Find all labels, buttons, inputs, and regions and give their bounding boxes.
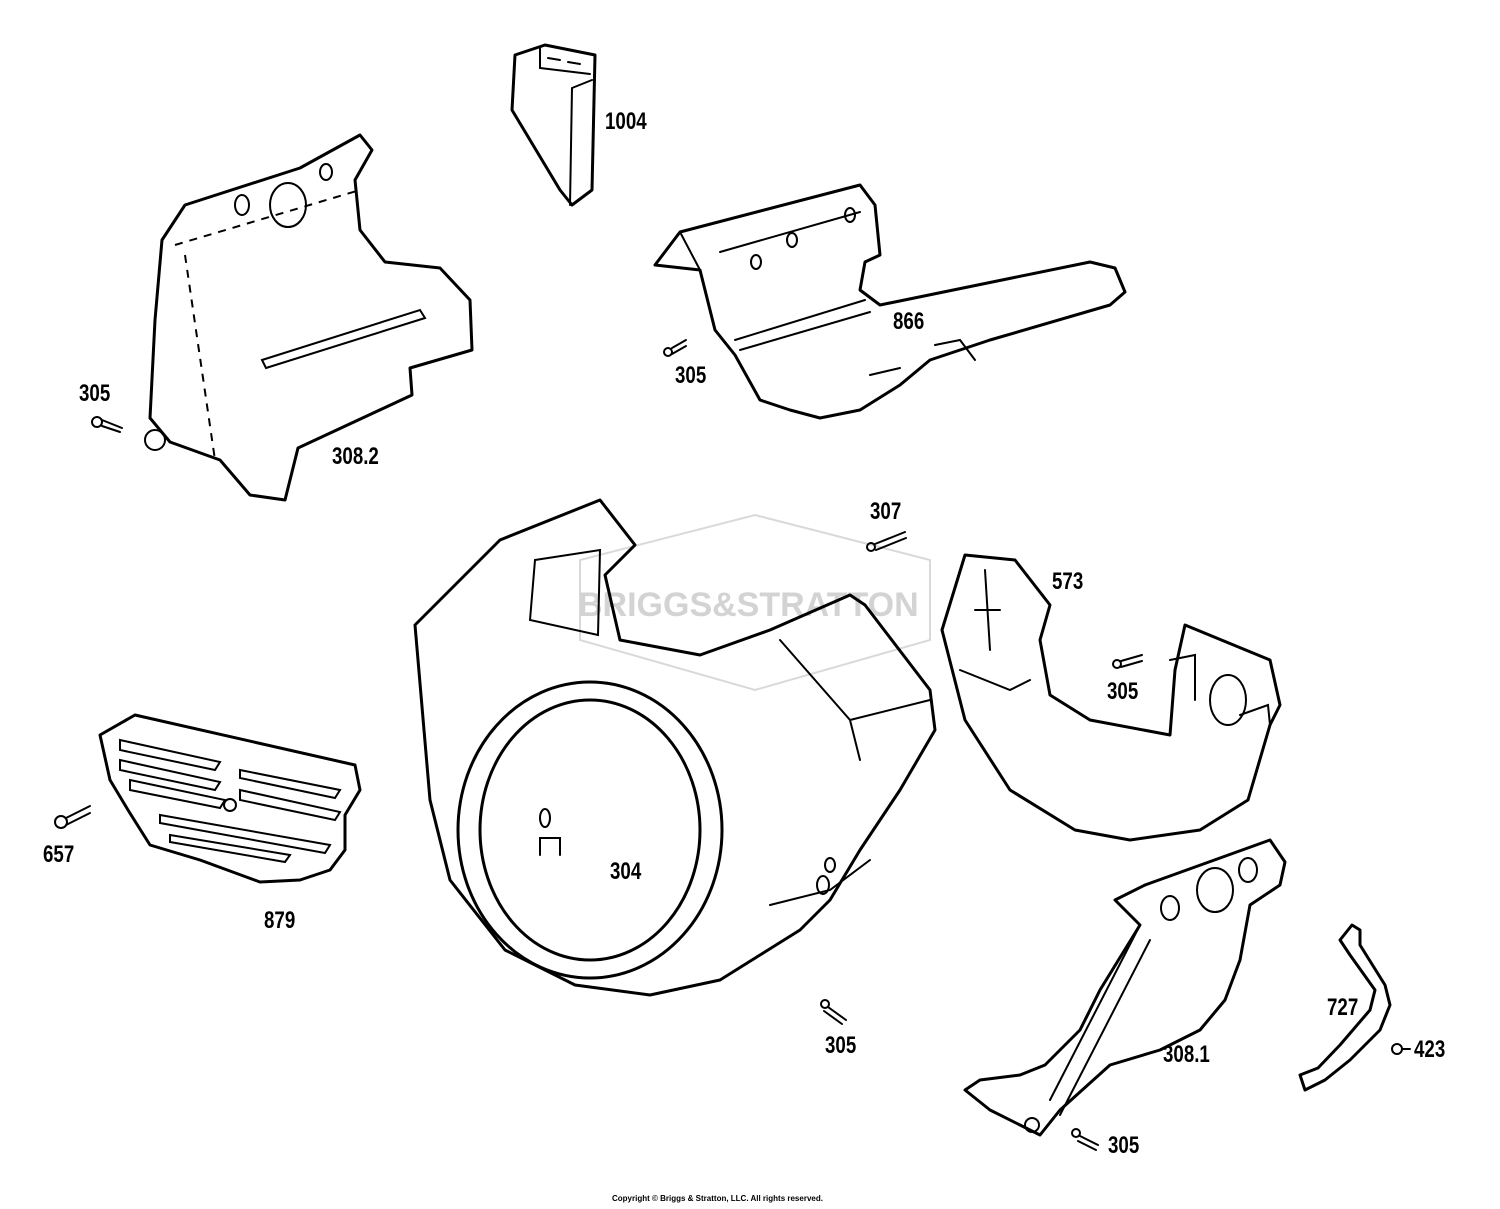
callout-308-1: 308.1 bbox=[1163, 1041, 1210, 1068]
screw-305-a bbox=[91, 416, 123, 433]
callout-305-upper-center: 305 bbox=[675, 362, 707, 389]
callout-1004: 1004 bbox=[605, 108, 647, 135]
callout-879: 879 bbox=[264, 907, 296, 934]
brand-watermark: BRIGGS&STRATTON bbox=[578, 513, 931, 692]
callout-305-upper-left: 305 bbox=[79, 380, 111, 407]
callout-573: 573 bbox=[1052, 568, 1084, 595]
callout-305-lower-center: 305 bbox=[825, 1032, 857, 1059]
screw-305-c bbox=[1112, 654, 1143, 669]
part-727-drawing bbox=[1298, 923, 1392, 1092]
screw-305-d bbox=[820, 999, 847, 1025]
callout-305-lower-right: 305 bbox=[1108, 1132, 1140, 1159]
part-866-drawing bbox=[653, 183, 1127, 420]
callout-305-right: 305 bbox=[1107, 678, 1139, 705]
callout-727: 727 bbox=[1327, 994, 1359, 1021]
screw-305-e bbox=[1071, 1128, 1099, 1151]
part-304-drawing bbox=[413, 498, 937, 997]
callout-308-2: 308.2 bbox=[332, 443, 379, 470]
callout-423: 423 bbox=[1414, 1036, 1446, 1063]
screw-657 bbox=[54, 805, 91, 829]
part-879-drawing bbox=[98, 713, 362, 884]
callout-657: 657 bbox=[43, 841, 75, 868]
part-1004-drawing bbox=[510, 43, 597, 207]
part-573-drawing bbox=[940, 553, 1282, 842]
watermark-text: BRIGGS&STRATTON bbox=[578, 586, 919, 624]
screw-305-b bbox=[663, 339, 687, 357]
screw-hardware bbox=[54, 339, 1411, 1151]
callout-304: 304 bbox=[610, 858, 642, 885]
part-308-2-drawing bbox=[144, 133, 474, 502]
screw-423 bbox=[1391, 1043, 1411, 1055]
part-308-1-drawing bbox=[963, 838, 1287, 1137]
callout-866: 866 bbox=[893, 308, 925, 335]
copyright-notice: Copyright © Briggs & Stratton, LLC. All … bbox=[612, 1194, 823, 1203]
callout-307: 307 bbox=[870, 498, 902, 525]
screw-307 bbox=[866, 531, 907, 552]
